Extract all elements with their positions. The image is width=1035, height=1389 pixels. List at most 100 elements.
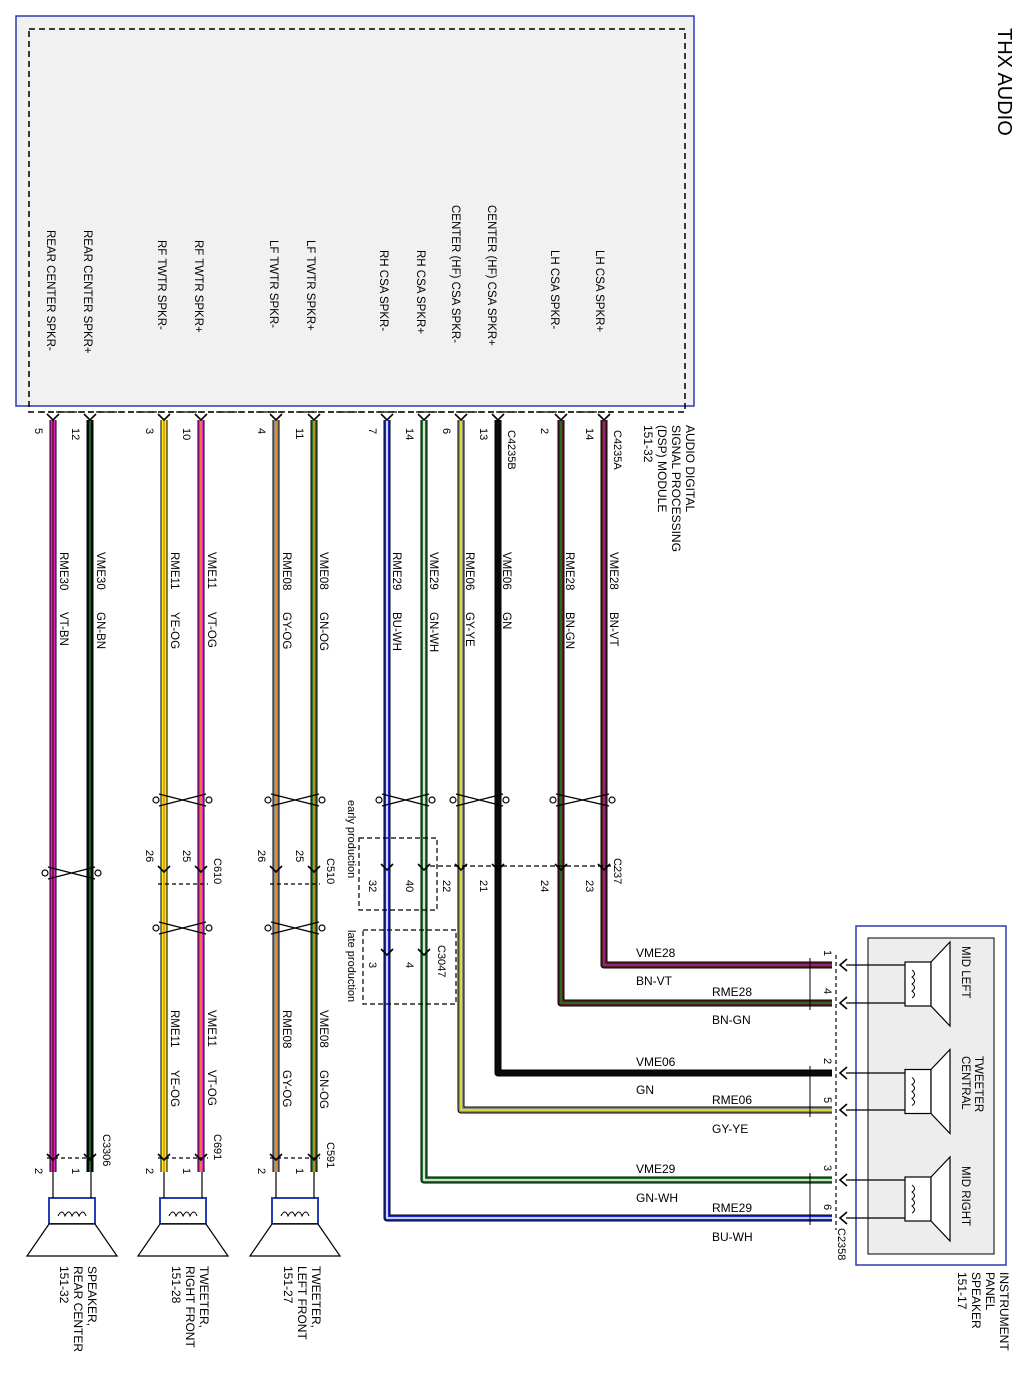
pin-label-center-csa-spkr-plus: CENTER (HF) CSA SPKR+ — [485, 205, 497, 346]
wire-label-circuit: VME28 — [607, 552, 619, 590]
wire-label-circuit: VME28 — [636, 946, 676, 960]
wire-rme29-outline — [383, 420, 832, 1222]
wire-label-circuit: RME30 — [57, 552, 69, 590]
late-pin-arrow — [417, 948, 431, 957]
wire-vme28-stripe — [603, 420, 832, 966]
twisted-pair-mark — [455, 793, 504, 807]
pin-number: 1 — [821, 950, 833, 956]
wire-label-circuit: VME29 — [636, 1162, 676, 1176]
wire-label-color: GN-WH — [427, 612, 439, 652]
pin-number: 23 — [583, 880, 595, 892]
wire-label-circuit: VME06 — [636, 1055, 676, 1069]
pin-label-rear-center-spkr-minus: REAR CENTER SPKR- — [44, 230, 56, 351]
inline-connector-ids: C237 C510 C610 C3047 C591 C691 C3306 C23… — [100, 858, 847, 1260]
wire-label-circuit: VME29 — [427, 552, 439, 590]
pin-number: 5 — [821, 1097, 833, 1103]
wire-label-color: GN-BN — [94, 612, 106, 649]
pin-arrow — [838, 1103, 848, 1117]
pin-number: 2 — [255, 1168, 267, 1174]
dsp-pin-arrow — [46, 413, 60, 422]
wire-label-circuit: VME30 — [94, 552, 106, 590]
wire-vme29-base — [421, 420, 832, 1183]
wire-label-color: GY-YE — [463, 612, 475, 647]
wire-labels-horizontal: VME28 BN-VT RME28 BN-GN VME06 GN RME06 G… — [636, 946, 753, 1244]
driver-lead — [846, 964, 905, 1004]
wire-label-circuit: VME08 — [317, 552, 329, 590]
wire-rme29-stripe — [386, 420, 832, 1219]
twisted-pair-end — [502, 796, 510, 804]
pin-number: 6 — [440, 428, 452, 434]
driver-magnet — [904, 961, 932, 1007]
inline-pin-arrow — [417, 863, 431, 872]
dsp-pin-labels: LH CSA SPKR+ LH CSA SPKR- CENTER (HF) CS… — [44, 205, 605, 354]
pin-number: 3 — [143, 428, 155, 434]
twisted-pair-end — [205, 796, 213, 804]
twisted-pair-mark — [555, 793, 610, 807]
driver-cone — [930, 1155, 951, 1243]
speaker-pin-arrow — [157, 1153, 171, 1162]
driver-magnet — [904, 1176, 932, 1222]
driver-coil — [911, 1077, 915, 1106]
dsp-title-line: SIGNAL PROCESSING — [669, 425, 683, 552]
pin-number: 5 — [32, 428, 44, 434]
late-production-label: late production — [345, 930, 357, 1002]
pin-label-lh-csa-spkr-minus: LH CSA SPKR- — [548, 250, 560, 329]
pin-number: 4 — [403, 962, 415, 968]
wire-label-color: VT-OG — [205, 1070, 217, 1106]
wire-rme29-base — [384, 420, 832, 1221]
dsp-pin-arrow — [380, 413, 394, 422]
dsp-pin-arrow — [597, 413, 611, 422]
wire-label-circuit: RME28 — [712, 985, 752, 999]
connector-c4235a: C4235A — [611, 430, 623, 470]
wire-label-circuit: RME08 — [280, 1010, 292, 1048]
dsp-title-line: AUDIO DIGITAL — [683, 425, 697, 512]
wire-label-color: YE-OG — [168, 1070, 180, 1107]
speaker-lead — [275, 1172, 315, 1198]
driver-lead — [846, 1179, 905, 1219]
wire-label-circuit: VME06 — [500, 552, 512, 590]
speaker-pin-arrow — [83, 1153, 97, 1162]
dsp-pin-arrow — [194, 413, 208, 422]
pin-arrow — [838, 996, 848, 1010]
dsp-pin-arrow — [157, 413, 171, 422]
wire-label-color: GN — [636, 1083, 654, 1097]
pin-label-rh-csa-spkr-minus: RH CSA SPKR- — [377, 250, 389, 331]
pin-number: 2 — [821, 1058, 833, 1064]
wire-label-circuit: RME28 — [563, 552, 575, 590]
speaker-coil — [168, 1211, 198, 1218]
pin-label-lh-csa-spkr-plus: LH CSA SPKR+ — [593, 250, 605, 332]
twisted-pair-mark — [158, 793, 207, 807]
ip-speaker: MID LEFT TWEETER CENTRAL MID RIGHT INSTR… — [846, 925, 1011, 1351]
wire-vme29-outline — [420, 420, 832, 1184]
speaker-pin-arrow — [194, 1153, 208, 1162]
driver-coil — [911, 969, 915, 999]
pin-number: 3 — [366, 962, 378, 968]
pin-number: 24 — [538, 880, 550, 892]
dsp-title-line: 151-32 — [641, 425, 655, 463]
wire-label-circuit: RME29 — [712, 1201, 752, 1215]
connector-c4235b: C4235B — [505, 430, 517, 470]
twisted-pair-end — [608, 796, 616, 804]
twisted-pair-end — [94, 869, 102, 877]
ip-title-line: SPEAKER — [969, 1272, 983, 1329]
wire-label-circuit: VME11 — [205, 552, 217, 589]
pin-number: 2 — [538, 428, 550, 434]
connector-c237: C237 — [611, 858, 623, 884]
pin-label-center-csa-spkr-minus: CENTER (HF) CSA SPKR- — [449, 205, 461, 343]
wire-label-color: GY-OG — [280, 612, 292, 649]
bottom-speaker-labels: TWEETER, LEFT FRONT 151-27 TWEETER, RIGH… — [57, 1266, 323, 1352]
speaker-cone — [248, 1223, 342, 1257]
pin-number: 7 — [366, 428, 378, 434]
twisted-pair-end — [264, 924, 272, 932]
dsp-pin-numbers: 14 2 13 6 14 7 11 4 10 3 12 5 — [32, 428, 595, 440]
twisted-pair-end — [152, 796, 160, 804]
speaker-label-line: TWEETER, — [309, 1266, 323, 1328]
twisted-pair-mark — [270, 793, 320, 807]
ip-title-line: INSTRUMENT — [997, 1272, 1011, 1351]
speaker-label-line: 151-28 — [169, 1266, 183, 1304]
pin-number: 14 — [403, 428, 415, 440]
wire-label-color: BU-WH — [390, 612, 402, 651]
pin-number: 1 — [180, 1168, 192, 1174]
speaker-pin-arrow — [307, 1153, 321, 1162]
